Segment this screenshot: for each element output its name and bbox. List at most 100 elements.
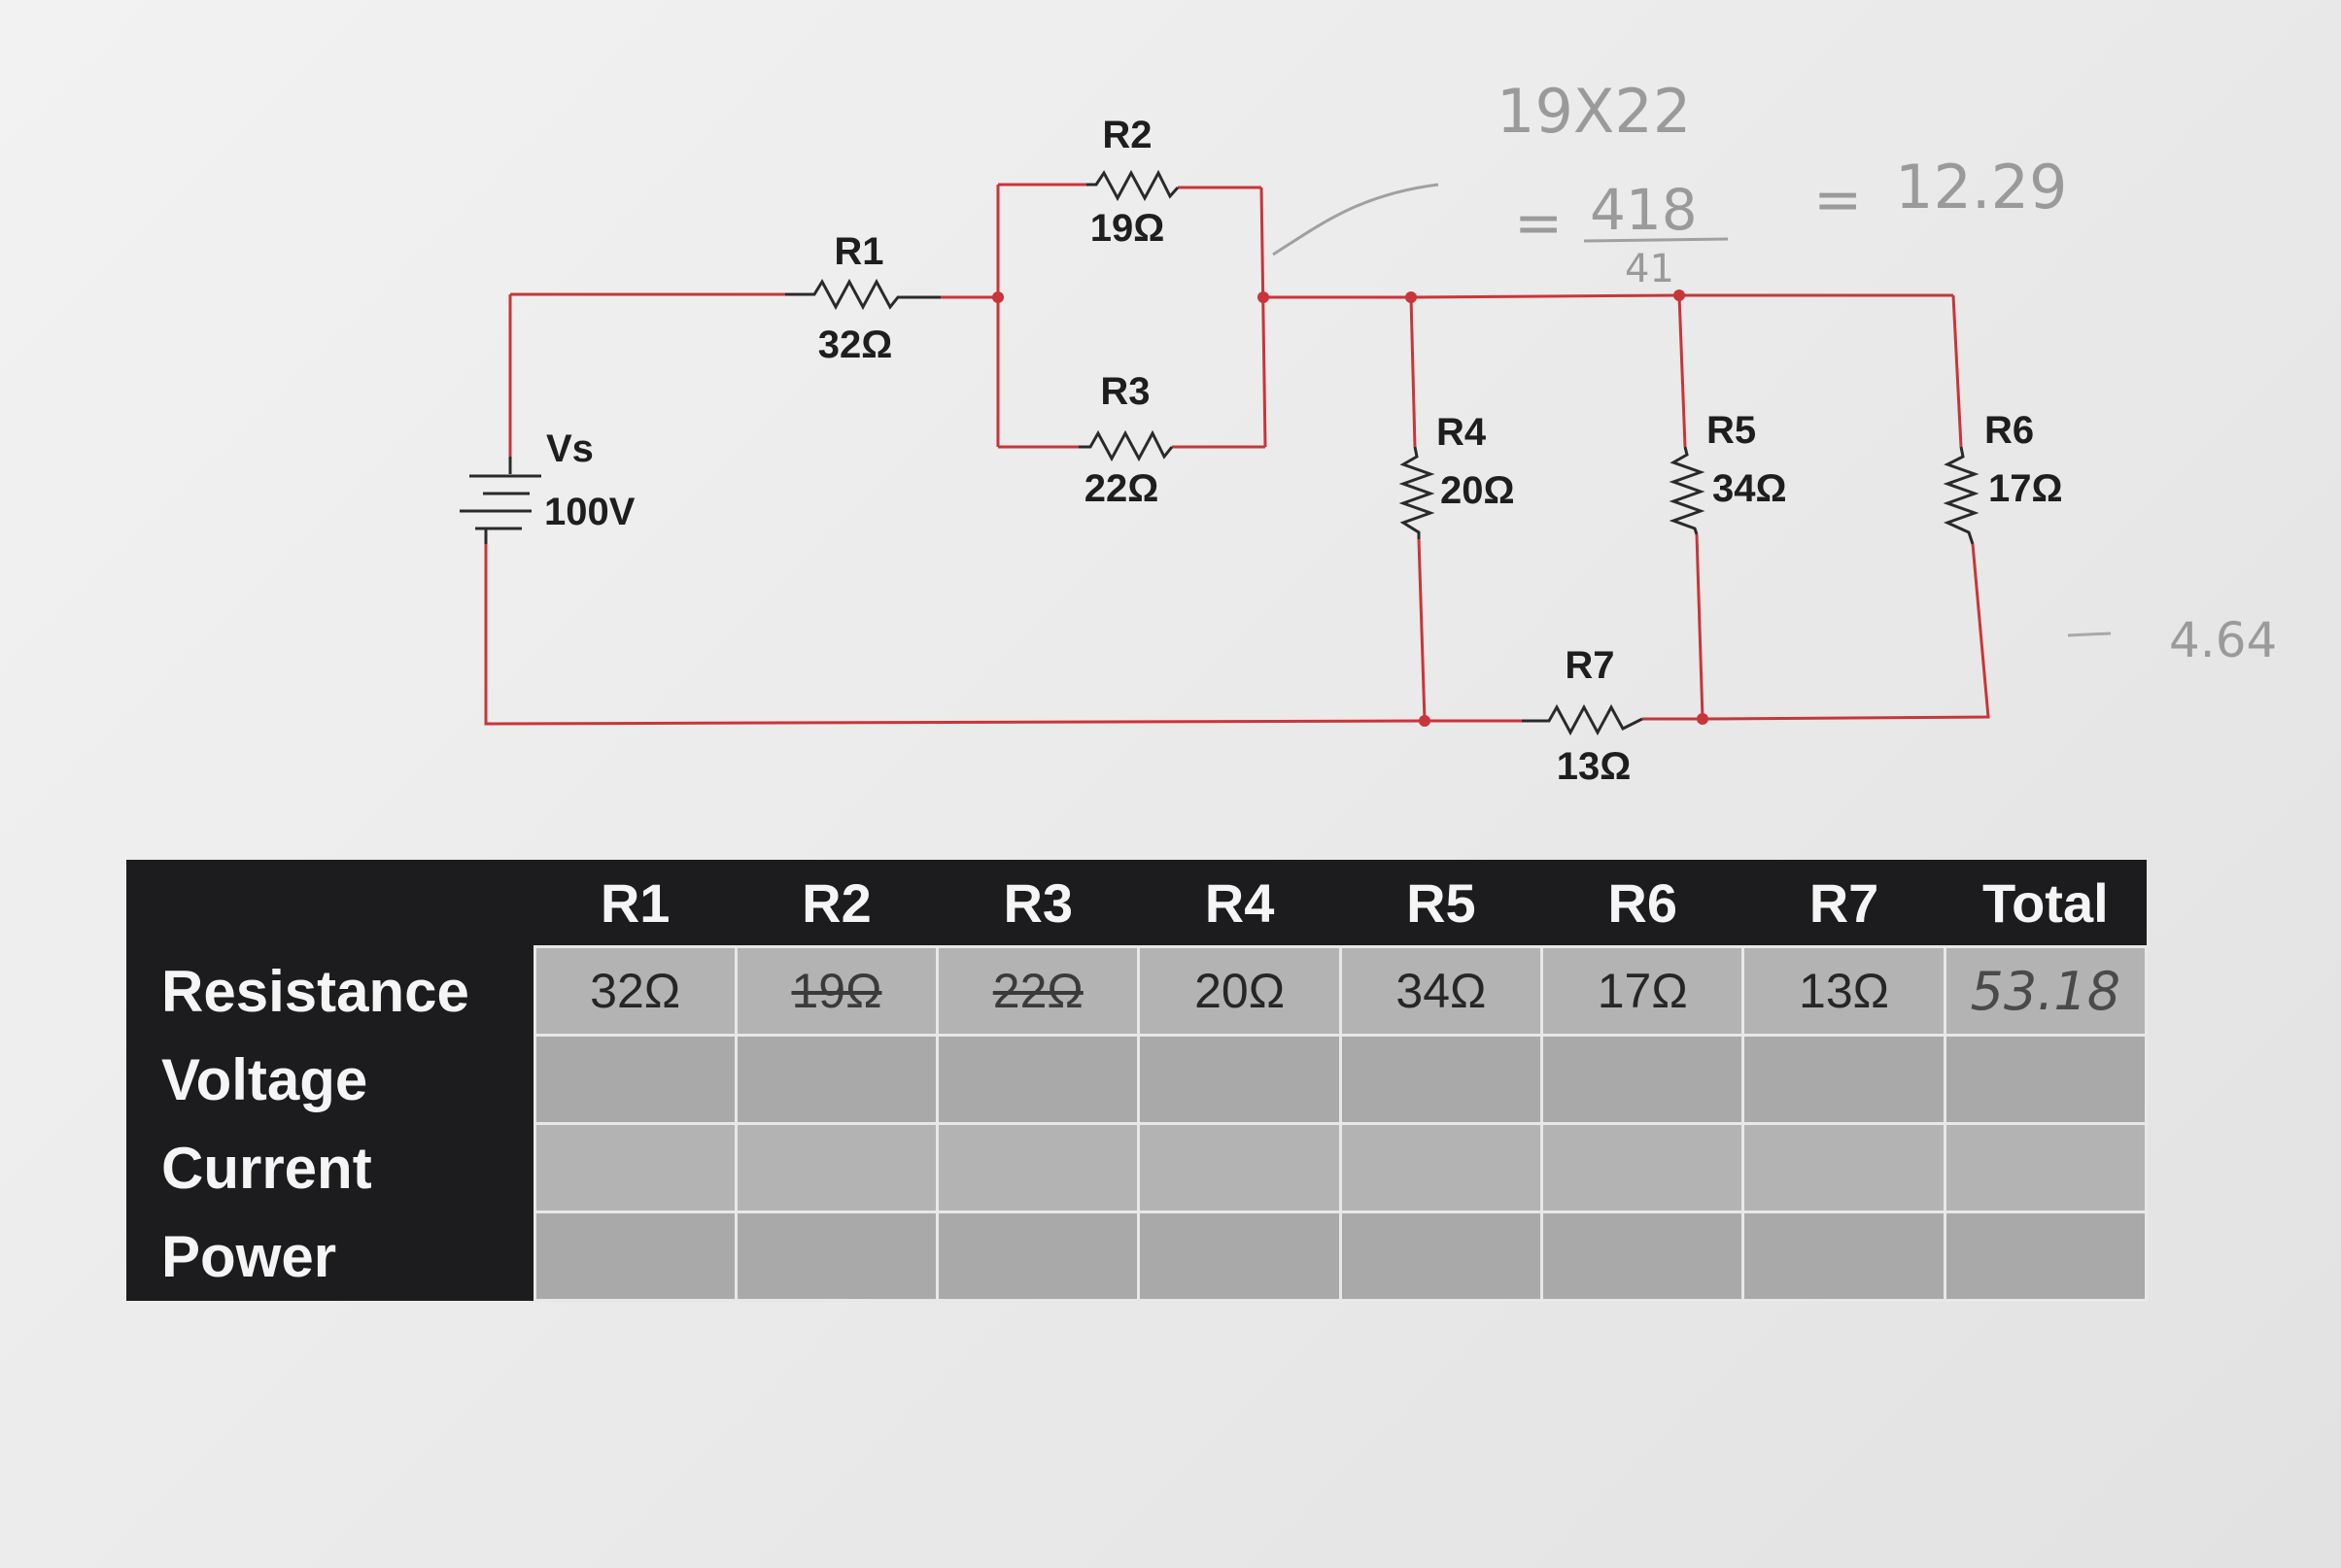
note-equals-2: = xyxy=(1813,166,1862,234)
table-cell[interactable] xyxy=(533,1122,738,1213)
table-cell-struck[interactable]: 22Ω xyxy=(936,945,1141,1037)
resistor-r7-name: R7 xyxy=(1565,644,1614,687)
resistor-r6-value: 17Ω xyxy=(1988,467,2063,510)
table-cell[interactable]: 32Ω xyxy=(533,945,738,1037)
resistor-r3-icon xyxy=(1079,429,1174,462)
note-result: 12.29 xyxy=(1895,152,2068,222)
resistor-r7-value: 13Ω xyxy=(1557,745,1632,788)
table-row-resistance: Resistance 32Ω 19Ω 22Ω 20Ω 34Ω 17Ω 13Ω 5… xyxy=(126,945,2149,1037)
table-cell[interactable] xyxy=(1943,1210,2149,1302)
note-side-value: 4.64 xyxy=(2169,612,2277,668)
wire-bottom-rail xyxy=(484,544,1426,726)
junction-nodes xyxy=(992,290,1708,727)
table-cell[interactable] xyxy=(1741,1122,1946,1213)
wire-r4-top xyxy=(1409,296,1417,448)
table-cell[interactable] xyxy=(1137,1034,1342,1125)
table-row-power: Power xyxy=(126,1210,2149,1302)
resistor-r3-value: 22Ω xyxy=(1084,467,1159,510)
pencil-notes: 19X22 = 418 41 = 12.29 4.64 xyxy=(1272,76,2277,668)
table-corner xyxy=(126,860,534,947)
note-fraction-numerator: 418 xyxy=(1590,177,1698,243)
resistor-r2-value: 19Ω xyxy=(1090,207,1165,250)
table-cell[interactable] xyxy=(533,1034,738,1125)
table-header-row: R1 R2 R3 R4 R5 R6 R7 Total xyxy=(126,860,2147,947)
values-table-container: R1 R2 R3 R4 R5 R6 R7 Total Resistance 32… xyxy=(126,860,2149,1302)
column-header: R6 xyxy=(1541,860,1743,947)
table-cell[interactable] xyxy=(1540,1122,1745,1213)
values-table: R1 R2 R3 R4 R5 R6 R7 Total Resistance 32… xyxy=(126,860,2149,1302)
resistor-r5-value: 34Ω xyxy=(1712,467,1787,510)
table-cell[interactable] xyxy=(936,1122,1141,1213)
resistor-r2-icon xyxy=(1086,169,1180,202)
wire-parallel-right xyxy=(1259,187,1267,448)
resistor-r5-name: R5 xyxy=(1706,409,1756,452)
wire-r5-bottom xyxy=(1695,533,1704,720)
table-cell[interactable] xyxy=(1137,1210,1342,1302)
row-label: Current xyxy=(126,1123,534,1212)
resistor-r1-name: R1 xyxy=(834,230,883,273)
pencil-arrow xyxy=(1272,183,1439,256)
table-row-current: Current xyxy=(126,1122,2149,1213)
row-label: Power xyxy=(126,1211,534,1301)
wire-top-rail xyxy=(1263,293,1953,299)
resistor-r6-name: R6 xyxy=(1984,409,2034,452)
note-fraction-bar xyxy=(1583,237,1729,243)
table-cell[interactable] xyxy=(1943,1034,2149,1125)
table-cell[interactable] xyxy=(1338,1210,1544,1302)
table-cell[interactable] xyxy=(1741,1210,1946,1302)
resistor-r4-value: 20Ω xyxy=(1440,469,1515,512)
table-cell[interactable] xyxy=(1338,1122,1544,1213)
column-header: R7 xyxy=(1742,860,1945,947)
table-cell[interactable] xyxy=(1338,1034,1544,1125)
table-cell[interactable] xyxy=(1943,1122,2149,1213)
column-header: Total xyxy=(1945,860,2147,947)
row-label: Voltage xyxy=(126,1035,534,1124)
resistor-r4-name: R4 xyxy=(1436,411,1487,454)
column-header: R5 xyxy=(1340,860,1542,947)
wire-r6-bottom xyxy=(1702,543,1990,721)
battery-icon xyxy=(460,457,541,544)
table-cell[interactable]: 20Ω xyxy=(1137,945,1342,1037)
resistor-r3-name: R3 xyxy=(1100,370,1150,413)
column-header: R3 xyxy=(937,860,1139,947)
table-cell[interactable] xyxy=(734,1034,940,1125)
table-cell[interactable]: 17Ω xyxy=(1540,945,1745,1037)
wire-r4-bottom xyxy=(1417,538,1427,722)
table-cell-total-handwritten[interactable]: 53.18 xyxy=(1943,945,2149,1037)
table-cell[interactable] xyxy=(1540,1210,1745,1302)
source-value: 100V xyxy=(544,491,636,533)
source-name: Vs xyxy=(546,427,594,470)
table-row-voltage: Voltage xyxy=(126,1034,2149,1125)
note-equals-1: = xyxy=(1514,189,1563,257)
resistor-r5-icon xyxy=(1669,446,1705,535)
wire-r6-top xyxy=(1951,294,1963,448)
note-product: 19X22 xyxy=(1497,76,1691,147)
table-cell[interactable] xyxy=(936,1034,1141,1125)
note-dash xyxy=(2067,631,2112,637)
resistor-r6-icon xyxy=(1943,446,1980,545)
resistor-r4-icon xyxy=(1398,446,1435,539)
table-cell-struck[interactable]: 19Ω xyxy=(734,945,940,1037)
circuit-diagram: Vs 100V R1 32Ω R2 19Ω R3 22Ω R4 20Ω R5 3… xyxy=(460,76,2277,788)
column-header: R4 xyxy=(1138,860,1341,947)
column-header: R2 xyxy=(736,860,938,947)
table-cell[interactable]: 13Ω xyxy=(1741,945,1946,1037)
table-cell[interactable] xyxy=(936,1210,1141,1302)
resistor-r7-icon xyxy=(1522,703,1643,736)
table-cell[interactable] xyxy=(734,1210,940,1302)
row-label: Resistance xyxy=(126,946,534,1036)
circuit-wires xyxy=(484,183,1990,726)
table-cell[interactable] xyxy=(1741,1034,1946,1125)
column-header: R1 xyxy=(534,860,737,947)
wire-r5-top xyxy=(1677,294,1687,448)
table-cell[interactable] xyxy=(734,1122,940,1213)
table-cell[interactable] xyxy=(1137,1122,1342,1213)
table-cell[interactable] xyxy=(533,1210,738,1302)
table-cell[interactable] xyxy=(1540,1034,1745,1125)
resistor-r2-name: R2 xyxy=(1102,114,1152,156)
table-cell[interactable]: 34Ω xyxy=(1338,945,1544,1037)
note-fraction-denominator: 41 xyxy=(1625,247,1674,291)
resistor-r1-icon xyxy=(785,278,941,311)
resistor-r1-value: 32Ω xyxy=(818,324,893,366)
